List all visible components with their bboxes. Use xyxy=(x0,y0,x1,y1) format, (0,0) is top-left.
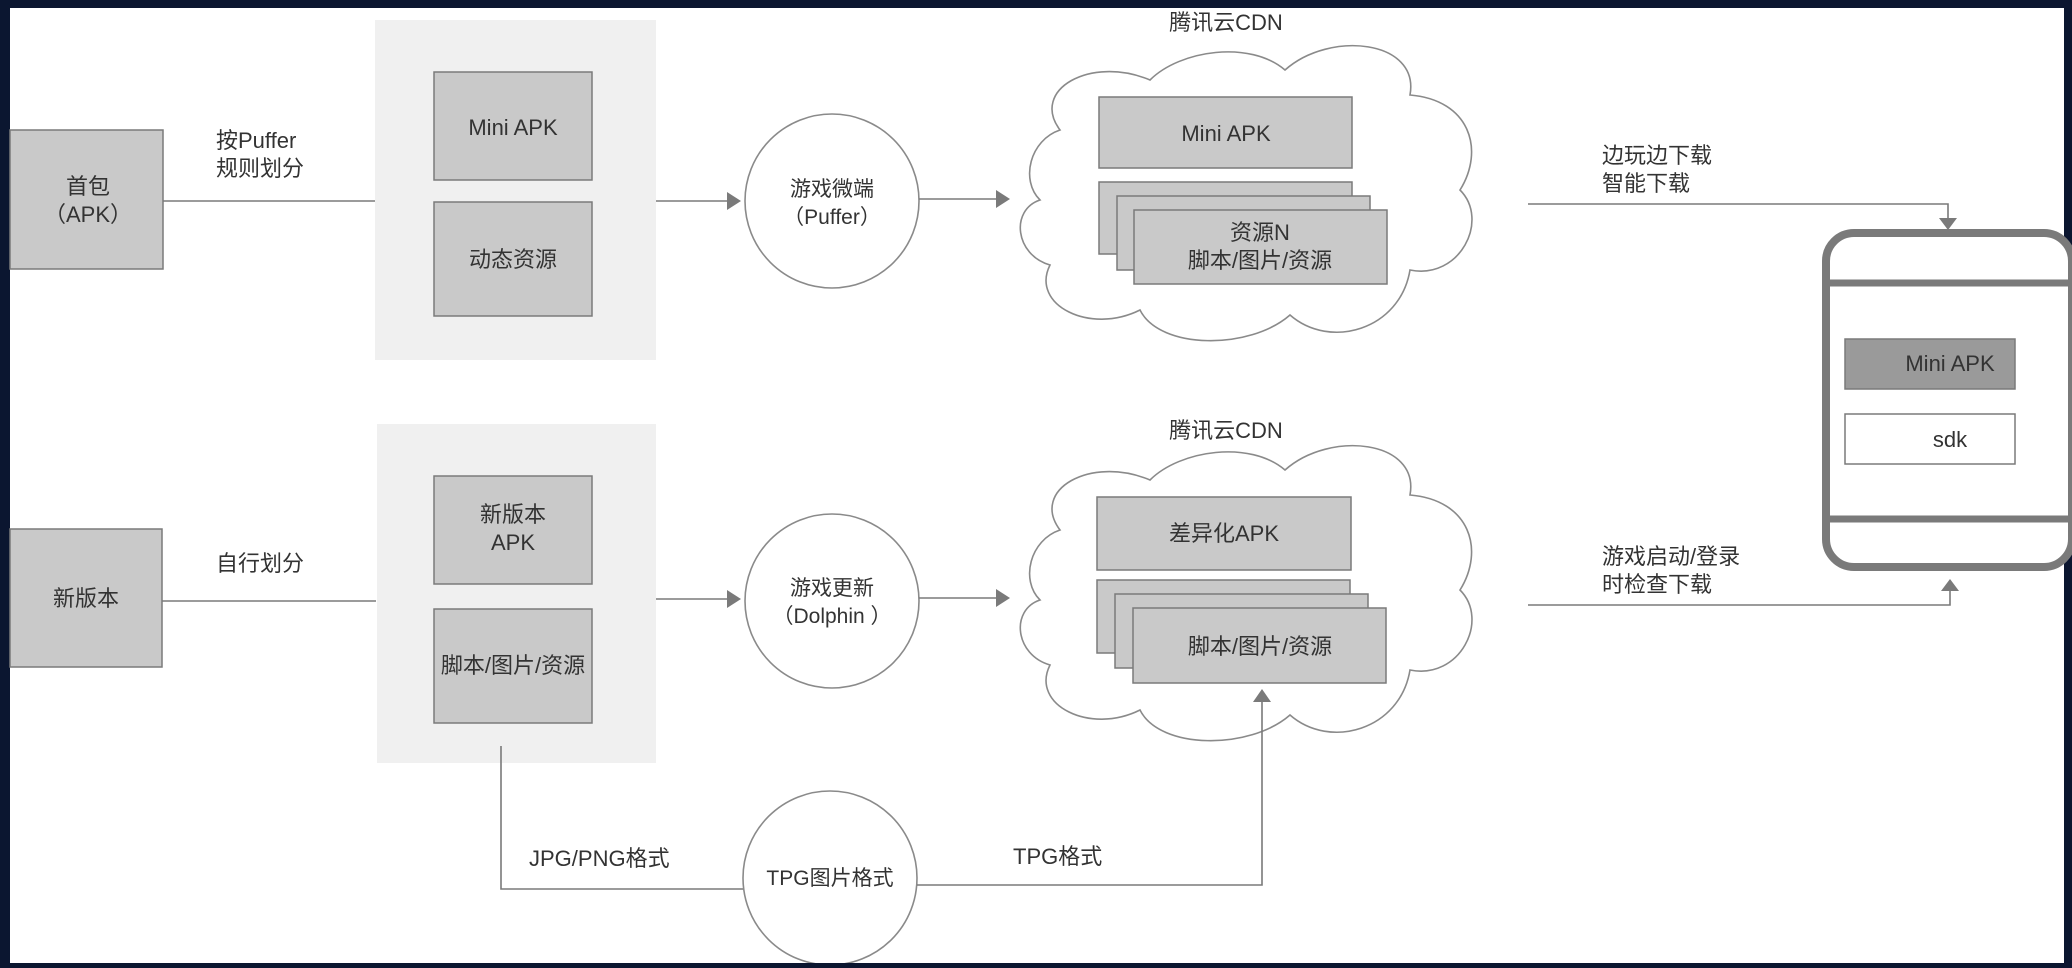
row2-source-label: 新版本 xyxy=(53,586,119,611)
row1-group-item1-label: Mini APK xyxy=(468,115,558,140)
row2-cdn: 腾讯云CDN 差异化APK 脚本/图片/资源 xyxy=(1019,418,1473,742)
row1-source-box xyxy=(9,129,164,270)
image-output-arrowhead xyxy=(1253,689,1271,702)
row2-service-line2: （Dolphin ） xyxy=(772,605,891,628)
row2-service-circle xyxy=(744,513,920,689)
row2-split-label: 自行划分 xyxy=(216,551,304,576)
device-app-box xyxy=(1844,338,2016,390)
row1-group-item2-label: 动态资源 xyxy=(469,247,557,272)
row1-group-item-mini-apk xyxy=(433,71,593,181)
row1-service-line2: （Puffer） xyxy=(783,206,881,229)
row1-source-line2: （APK） xyxy=(44,202,132,227)
row1-group-item-dynamic-res xyxy=(433,201,593,317)
row2-group-item1-line2: APK xyxy=(491,530,535,555)
row2-to-cdn-arrowhead xyxy=(996,589,1010,607)
row1-split-group: Mini APK 动态资源 xyxy=(375,20,656,360)
row1-download-connector xyxy=(1528,203,1949,218)
row2-group-item-assets xyxy=(433,608,593,724)
row2-cdn-stack-label: 脚本/图片/资源 xyxy=(1188,634,1332,659)
row2-download-connector xyxy=(1528,591,1951,606)
row1-to-service-arrowhead xyxy=(727,192,741,210)
row2-group-item-new-apk xyxy=(433,475,593,585)
image-output-connector xyxy=(917,702,1263,886)
row2-cdn-diff-apk xyxy=(1096,496,1352,571)
device-frame xyxy=(1822,229,2072,571)
row2-group-item1-line1: 新版本 xyxy=(480,502,546,527)
image-converter: TPG图片格式 xyxy=(742,790,918,966)
row1-download-arrowhead xyxy=(1939,218,1957,230)
device-sdk-label: sdk xyxy=(1933,427,1968,452)
row1-cdn-stack-line2: 脚本/图片/资源 xyxy=(1188,248,1332,273)
row2-cdn-item1-label: 差异化APK xyxy=(1169,521,1279,546)
row1-split-label-line1: 按Puffer xyxy=(216,128,296,153)
row1-download-label-line1: 边玩边下载 xyxy=(1602,143,1712,168)
row2-service-line1: 游戏更新 xyxy=(790,577,874,600)
row1-source: 首包 （APK） xyxy=(9,129,164,270)
row1-source-line1: 首包 xyxy=(66,174,110,199)
row2-service: 游戏更新 （Dolphin ） xyxy=(744,513,920,689)
image-output-label: TPG格式 xyxy=(1013,844,1102,869)
image-input-label: JPG/PNG格式 xyxy=(529,846,670,871)
row1-service: 游戏微端 （Puffer） xyxy=(744,113,920,289)
row1-cdn-title: 腾讯云CDN xyxy=(1169,10,1283,35)
row2-split-group: 新版本 APK 脚本/图片/资源 xyxy=(377,424,656,763)
row1-service-line1: 游戏微端 xyxy=(790,178,874,201)
row2-cdn-stack-layer-front xyxy=(1132,607,1387,684)
row1-cdn-mini-apk xyxy=(1098,96,1353,169)
image-input-connector xyxy=(500,746,745,890)
row1-cdn-stack-layer-front xyxy=(1133,209,1388,285)
row2-download-label-line1: 游戏启动/登录 xyxy=(1602,544,1740,569)
row2-source-box xyxy=(9,528,163,668)
row2-download-label-line2: 时检查下载 xyxy=(1602,572,1712,597)
row1-cdn: 腾讯云CDN Mini APK 资源N 脚本/图片/资源 xyxy=(1019,10,1473,342)
row1-to-cdn-arrowhead xyxy=(996,190,1010,208)
row2-to-service-arrowhead xyxy=(727,590,741,608)
row2-group-item2-label: 脚本/图片/资源 xyxy=(441,653,585,678)
row2-download-arrowhead xyxy=(1941,579,1959,591)
row1-cdn-item1-label: Mini APK xyxy=(1181,121,1271,146)
row2-source: 新版本 xyxy=(9,528,163,668)
row1-download-label-line2: 智能下载 xyxy=(1602,171,1690,196)
device-app-label: Mini APK xyxy=(1905,351,1995,376)
device-sdk-box xyxy=(1844,413,2016,465)
row2-cdn-title: 腾讯云CDN xyxy=(1169,418,1283,443)
row1-service-circle xyxy=(744,113,920,289)
row1-split-label-line2: 规则划分 xyxy=(216,156,304,181)
image-converter-label: TPG图片格式 xyxy=(766,867,893,890)
mobile-device: Mini APK sdk xyxy=(1822,229,2072,571)
row1-cdn-stack-line1: 资源N xyxy=(1230,220,1290,245)
